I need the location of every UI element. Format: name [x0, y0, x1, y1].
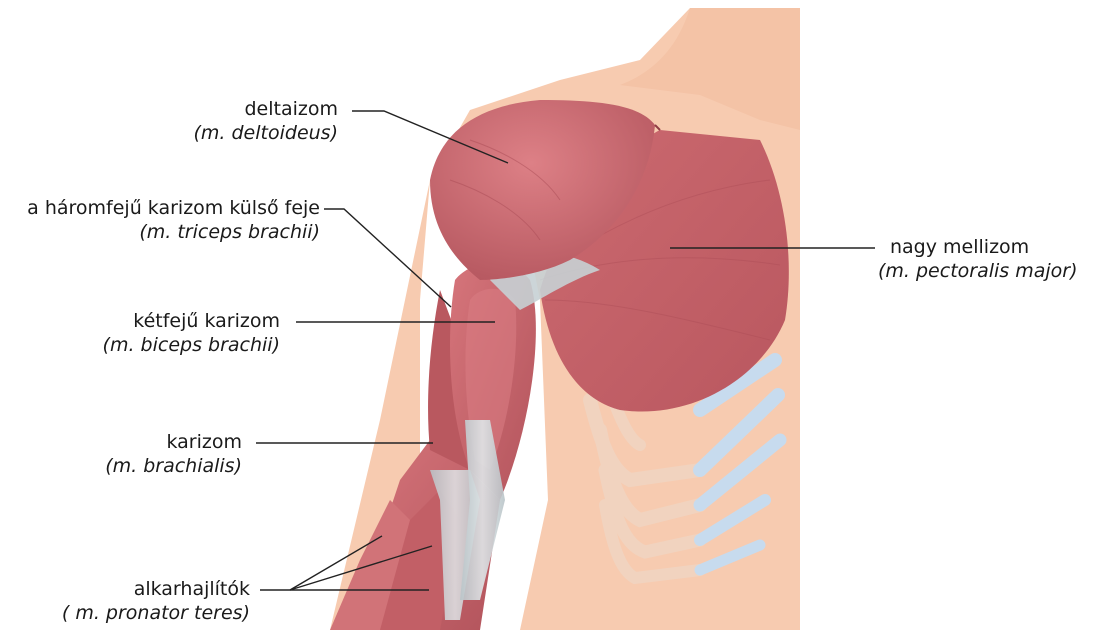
- label-deltoid-name: deltaizom: [188, 97, 338, 121]
- label-brachialis: karizom (m. brachialis): [80, 430, 242, 478]
- label-triceps: a háromfejű karizom külső feje (m. trice…: [0, 196, 320, 244]
- leader-line-triceps: [324, 209, 451, 307]
- label-triceps-name: a háromfejű karizom külső feje: [0, 196, 320, 220]
- label-forearm-flexors-name: alkarhajlítók: [30, 577, 250, 601]
- label-biceps-name: kétfejű karizom: [80, 309, 280, 333]
- label-brachialis-latin: (m. brachialis): [80, 454, 242, 478]
- label-pectoralis-name: nagy mellizom: [878, 235, 1100, 259]
- label-deltoid: deltaizom (m. deltoideus): [188, 97, 338, 145]
- label-brachialis-name: karizom: [80, 430, 242, 454]
- label-pectoralis-latin: (m. pectoralis major): [878, 259, 1100, 283]
- label-triceps-latin: (m. triceps brachii): [0, 220, 320, 244]
- label-biceps: kétfejű karizom (m. biceps brachii): [80, 309, 280, 357]
- label-biceps-latin: (m. biceps brachii): [80, 333, 280, 357]
- label-forearm-flexors: alkarhajlítók ( m. pronator teres): [30, 577, 250, 625]
- label-forearm-flexors-latin: ( m. pronator teres): [30, 601, 250, 625]
- label-pectoralis: nagy mellizom (m. pectoralis major): [878, 235, 1100, 283]
- label-deltoid-latin: (m. deltoideus): [188, 121, 338, 145]
